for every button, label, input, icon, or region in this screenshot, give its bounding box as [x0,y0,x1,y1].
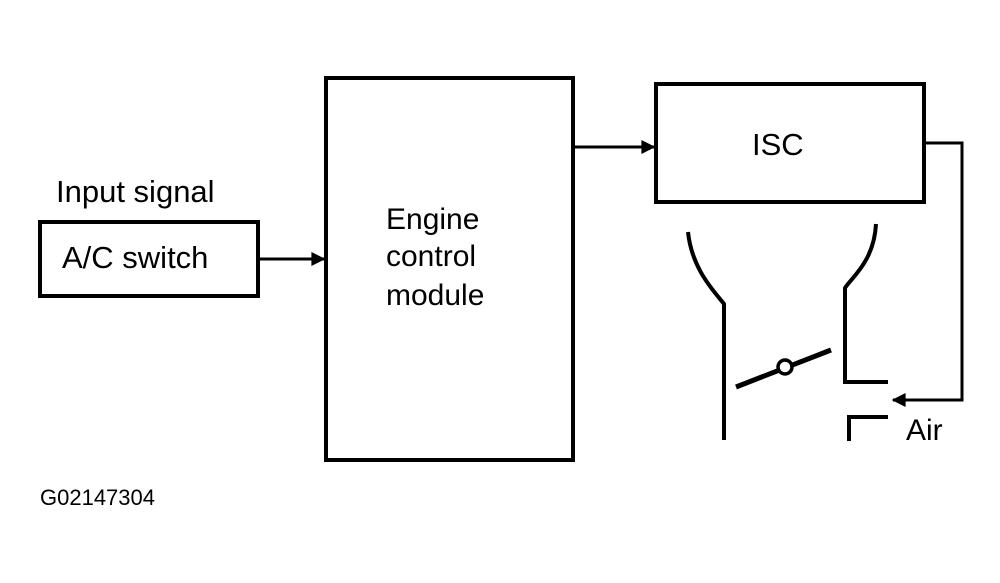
isc-label: ISC [752,127,804,162]
ac-switch-label: A/C switch [62,240,209,275]
air-label: Air [906,414,943,447]
air-bypass-inlet [847,415,888,441]
ecm-label-line-3: module [386,279,485,312]
input-signal-label: Input signal [56,174,215,209]
figure-id: G02147304 [40,485,155,510]
throttle-valve-shaft [776,358,794,376]
ecm-label-line-2: control [386,240,477,273]
throttle-body-left-wall [686,231,726,440]
ecm-label-line-1: Engine [386,203,480,236]
ecm-box [324,76,575,462]
throttle-body-right-wall [843,223,888,384]
bypass-air-arrow [891,141,964,407]
